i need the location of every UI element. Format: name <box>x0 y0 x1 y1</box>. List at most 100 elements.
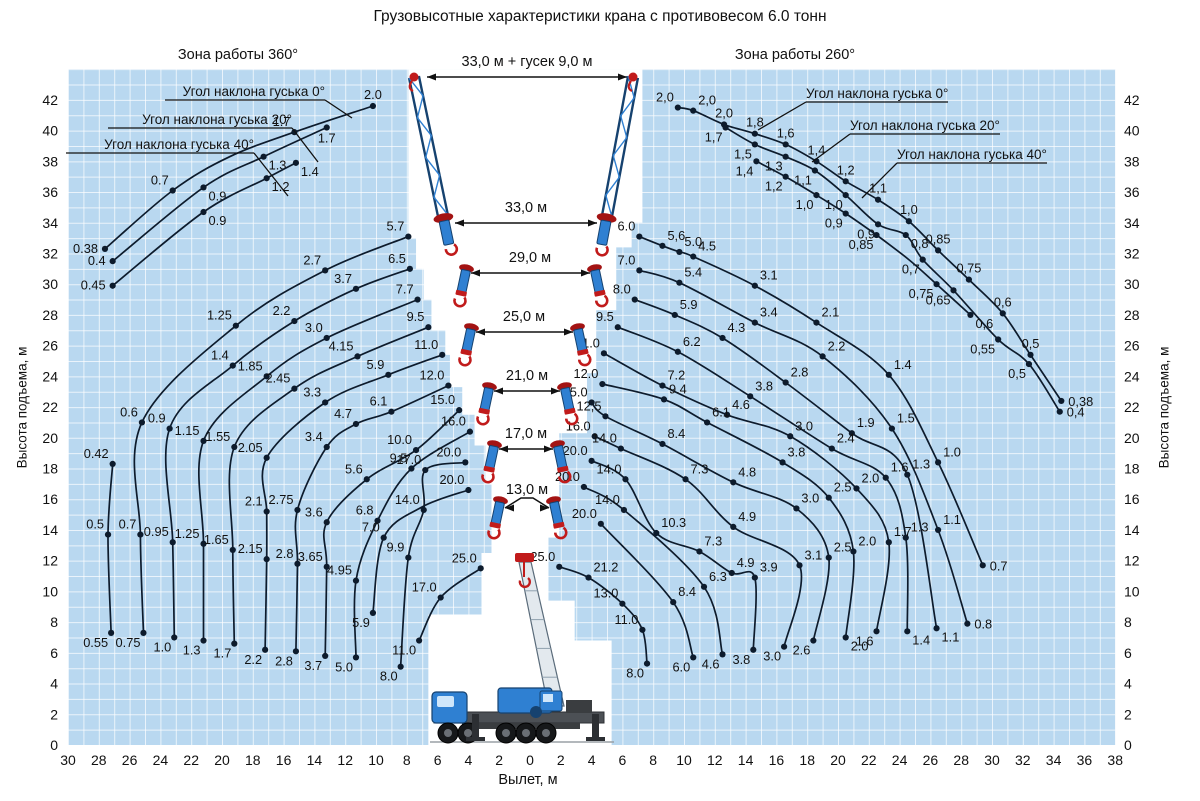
curve-dot <box>751 574 758 581</box>
capacity-label: 3.0 <box>795 418 813 433</box>
callout: Угол наклона гуська 0° <box>165 84 353 119</box>
curve-dot <box>659 440 666 448</box>
x-tick-label: 36 <box>1077 752 1093 768</box>
capacity-label: 1.4 <box>301 164 319 179</box>
hook-icon <box>557 382 579 426</box>
capacity-label: 4.3 <box>728 320 746 335</box>
load-curve-left-arc-6: 2.22.152.12.053.35.911.0 <box>238 337 446 667</box>
arrowhead <box>618 73 627 81</box>
boom-length-label: 13,0 м <box>506 482 548 498</box>
curve-dot <box>323 519 330 526</box>
curve-dot <box>674 104 681 111</box>
curve-dot <box>422 466 429 474</box>
span-bracket <box>504 497 550 509</box>
load-curve-left-arc-9: 5.04.956.89.516.0 <box>327 414 474 674</box>
curve-dot <box>439 351 446 358</box>
y-tick-label-right: 40 <box>1124 123 1140 139</box>
curve-dot <box>619 600 626 607</box>
capacity-label: 4.6 <box>732 397 750 412</box>
curve-dot <box>813 192 820 199</box>
curve-dot <box>292 648 300 655</box>
load-curve-right-arc-12: 25.021.213.011.08.0 <box>530 549 651 681</box>
curve-dot <box>825 494 832 501</box>
capacity-label: 0,6 <box>975 316 993 331</box>
hook-icon <box>476 382 497 426</box>
capacity-label: 3.8 <box>733 652 751 667</box>
capacity-label: 1,1 <box>869 181 887 196</box>
callout: Угол наклона гуська 40° <box>66 137 289 197</box>
curve-dot <box>659 242 666 249</box>
y-tick-label-left: 40 <box>42 123 58 139</box>
curve-dot <box>322 652 329 660</box>
boom-length-label: 17,0 м <box>505 426 547 442</box>
y-tick-label-left: 22 <box>42 399 58 415</box>
curve-dot <box>1056 408 1063 415</box>
capacity-label: 9.5 <box>596 309 614 324</box>
x-tick-label: 26 <box>923 752 939 768</box>
curve-dot <box>722 124 729 131</box>
y-tick-label-right: 16 <box>1124 491 1140 507</box>
curve-dot <box>263 454 270 461</box>
x-tick-label: 28 <box>91 752 107 768</box>
boom-spans: 33,0 м + гусек 9,0 м33,0 м29,0 м25,0 м21… <box>427 54 627 540</box>
hook-icon <box>570 323 592 367</box>
curve-path <box>198 298 418 641</box>
arrowhead <box>540 504 549 512</box>
curve-path <box>104 105 374 250</box>
capacity-label: 0,38 <box>1068 394 1093 409</box>
capacity-label: 2.8 <box>275 653 293 668</box>
capacity-label: 0,85 <box>849 237 874 252</box>
jib-top-pulley <box>628 72 638 82</box>
curve-dot <box>294 560 301 567</box>
capacity-label: 7.0 <box>362 520 380 535</box>
y-tick-label-right: 18 <box>1124 461 1140 477</box>
curve-dot <box>842 178 849 185</box>
page-title: Грузовысотные характеристики крана с про… <box>373 8 827 25</box>
capacity-label: 3.0 <box>763 649 781 664</box>
callout: Угол наклона гуська 20° <box>811 118 1000 163</box>
curve-dot <box>779 459 786 466</box>
capacity-label: 3.7 <box>304 658 322 673</box>
zone-label-360: Зона работы 360° <box>177 47 299 63</box>
capacity-label: 2.5 <box>834 480 852 495</box>
curve-dot <box>291 385 298 392</box>
curve-dot <box>200 637 207 644</box>
callout-label: Угол наклона гуська 0° <box>806 86 948 101</box>
load-curve-right-jib-40deg: 1,41,21,00,90,850,750,6 <box>736 158 993 331</box>
arrowhead <box>564 328 573 336</box>
capacity-label: 2.4 <box>837 431 855 446</box>
curve-dot <box>352 577 360 584</box>
curve-dot <box>137 531 144 538</box>
curve-dot <box>622 476 629 483</box>
boom-span: 13,0 м <box>504 482 550 512</box>
curve-dot <box>905 218 912 225</box>
lattice-jib-right <box>595 72 640 257</box>
capacity-label: 1.1 <box>942 629 960 644</box>
curve-dot <box>388 408 395 415</box>
y-tick-label-left: 14 <box>42 522 58 538</box>
x-tick-label: 16 <box>276 752 292 768</box>
capacity-label: 1.65 <box>204 532 229 547</box>
capacity-label: 0,7 <box>902 262 920 277</box>
curve-dot <box>935 526 942 534</box>
curve-dot <box>352 285 360 292</box>
load-curve-left-arc-7: 2.82.82.753.44.76.112.0 <box>269 368 452 668</box>
curve-dot <box>885 539 892 546</box>
capacity-label: 1.4 <box>211 348 229 363</box>
curve-dot <box>636 267 643 274</box>
curve-dot <box>405 554 412 561</box>
curve-dot <box>873 628 880 635</box>
curve-dot <box>323 563 330 570</box>
arrowhead <box>471 269 480 277</box>
boom-span: 25,0 м <box>476 309 573 336</box>
arrowhead <box>544 445 553 453</box>
curve-dot <box>200 540 207 547</box>
curve-dot <box>781 643 788 650</box>
load-curves: 0.380.71.72.00.40.91.31.70.450.91.21.40.… <box>73 87 1093 684</box>
x-tick-label: 26 <box>122 752 138 768</box>
capacity-label: 20.0 <box>436 444 461 459</box>
capacity-label: 0.4 <box>88 253 106 268</box>
capacity-label: 9.5 <box>390 451 408 466</box>
curve-dot <box>747 393 754 400</box>
curve-dot <box>109 460 116 468</box>
